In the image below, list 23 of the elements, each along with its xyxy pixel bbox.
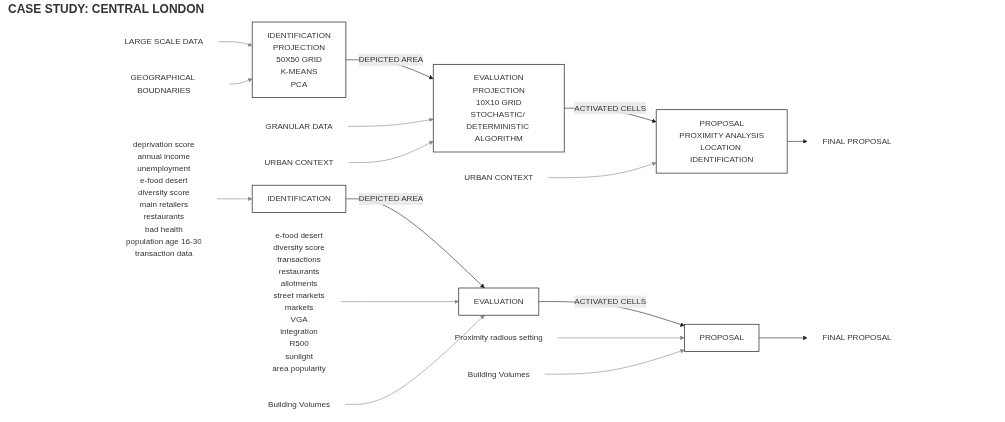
- edge-label: ACTIVATED CELLS: [574, 103, 647, 113]
- edge-label: DEPICTED AREA: [358, 55, 424, 64]
- edge-label: ACTIVATED CELLS: [574, 297, 647, 306]
- node-text: deprivation score annual income unemployment e-food desert diversity score main retailers restaurants bad health population age 16-30 transaction data: [125, 139, 202, 258]
- node-text: FINAL PROPOSAL: [822, 333, 892, 342]
- edge-label: DEPICTED AREA: [358, 194, 424, 203]
- node-text: URBAN CONTEXT: [464, 173, 534, 182]
- node-text: Building Volumes: [467, 369, 530, 379]
- node-text: FINAL PROPOSAL: [822, 136, 892, 146]
- node-text: LARGE SCALE DATA: [124, 37, 204, 46]
- node-text: URBAN CONTEXT: [264, 158, 334, 167]
- node-text: GRANULAR DATA: [265, 121, 333, 131]
- node-text: e-food desert diversity score transactions restaurants allotments street markets markets VGA integration R500 sunlight area popularity: [272, 230, 326, 373]
- section-heading: CASE STUDY: CENTRAL LONDON: [8, 2, 206, 16]
- node-box: EVALUATION PROJECTION 10X10 GRID STOCHASTIC/ DETERMINISTIC ALGORITHM: [432, 63, 565, 153]
- node-box: IDENTIFICATION PROJECTION 50X50 GRID K-MEANS PCA: [251, 21, 347, 98]
- node-box: PROPOSAL PROXIMITY ANALYSIS LOCATION IDENTIFICATION: [655, 109, 788, 174]
- node-box: IDENTIFICATION: [251, 184, 347, 213]
- node-box: EVALUATION: [458, 287, 540, 316]
- node-text: GEOGRAPHICAL BOUDNARIES: [130, 73, 195, 95]
- node-box: PROPOSAL: [684, 323, 760, 352]
- node-text: Building Volumes: [268, 399, 330, 409]
- node-text: Proximity radious setting: [454, 333, 543, 342]
